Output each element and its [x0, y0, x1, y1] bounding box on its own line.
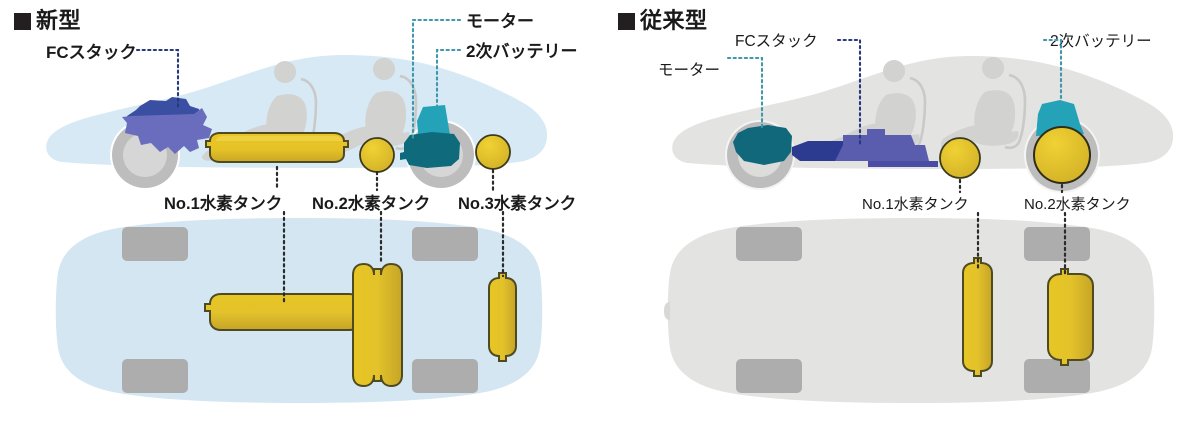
occupants-group [810, 57, 1027, 160]
callout-label-secondary-battery-conv: 2次バッテリー [1050, 33, 1152, 50]
tank-label-1-new: No.1水素タンク [164, 195, 283, 213]
header-conventional-model: 従来型 [618, 10, 708, 32]
leader-line-secondary-battery [435, 48, 462, 108]
component-fc-stack [122, 97, 212, 154]
component-tank-2-side-conv [1033, 126, 1091, 184]
callout-label-fc-stack: FCスタック [46, 43, 137, 62]
panel-conventional-model: 従来型 モーター FCスタック 2次バッテリー [610, 0, 1200, 423]
wheel-plan-rear-right [412, 359, 478, 393]
tank-label-3-new: No.3水素タンク [458, 195, 577, 213]
panel-new-model: 新型 FCスタック モーター 2次バッテリー [14, 10, 578, 403]
square-marker-icon [14, 12, 31, 30]
wheel-plan-rear-right [1024, 359, 1090, 393]
plan-view-new-model [55, 210, 543, 403]
side-view-new-model [46, 18, 548, 192]
callout-label-motor-conv: モーター [658, 62, 721, 79]
component-fc-stack-conv [792, 129, 938, 167]
callout-label-secondary-battery: 2次バッテリー [466, 42, 578, 61]
square-marker-icon [618, 12, 635, 30]
wheel-plan-rear-left [122, 359, 188, 393]
leader-line-motor [411, 18, 462, 142]
header-conventional-model-label: 従来型 [640, 8, 708, 33]
component-tank-1-plan-conv [962, 257, 993, 377]
leader-line-secondary-battery-conv [1042, 38, 1063, 106]
component-motor-conv [733, 125, 792, 165]
component-tank-1-side [205, 132, 349, 163]
tank-label-2-new: No.2水素タンク [312, 195, 431, 213]
tank-label-2-conv: No.2水素タンク [1024, 196, 1131, 213]
leader-line-fc-stack-conv [836, 38, 862, 148]
component-tank-2-plan-conv [1047, 268, 1094, 366]
callout-label-motor: モーター [466, 12, 534, 31]
header-new-model-label: 新型 [36, 8, 82, 33]
wheel-plan-front-right [412, 227, 478, 261]
header-new-model: 新型 [14, 10, 81, 32]
leader-line-fc-stack [135, 48, 180, 110]
side-view-conventional-model [672, 38, 1174, 194]
plan-view-conventional-model [664, 211, 1155, 403]
car-plan-silhouette [667, 218, 1155, 403]
tank-label-1-conv: No.1水素タンク [862, 196, 969, 213]
component-tank-2-plan [352, 262, 403, 388]
wheel-plan-front-left [122, 227, 188, 261]
leader-line-motor-conv [726, 56, 764, 132]
wheel-plan-rear-left [736, 359, 802, 393]
component-motor [400, 132, 460, 168]
component-tank-2-side [359, 137, 395, 173]
wheel-plan-front-right [1024, 227, 1090, 261]
component-tank-3-plan [488, 272, 517, 362]
wheel-plan-front-left [736, 227, 802, 261]
component-secondary-battery-conv [1036, 100, 1084, 136]
component-tank-3-side [475, 134, 511, 170]
callout-label-fc-stack-conv: FCスタック [735, 33, 818, 50]
component-tank-1-side-conv [939, 137, 981, 179]
